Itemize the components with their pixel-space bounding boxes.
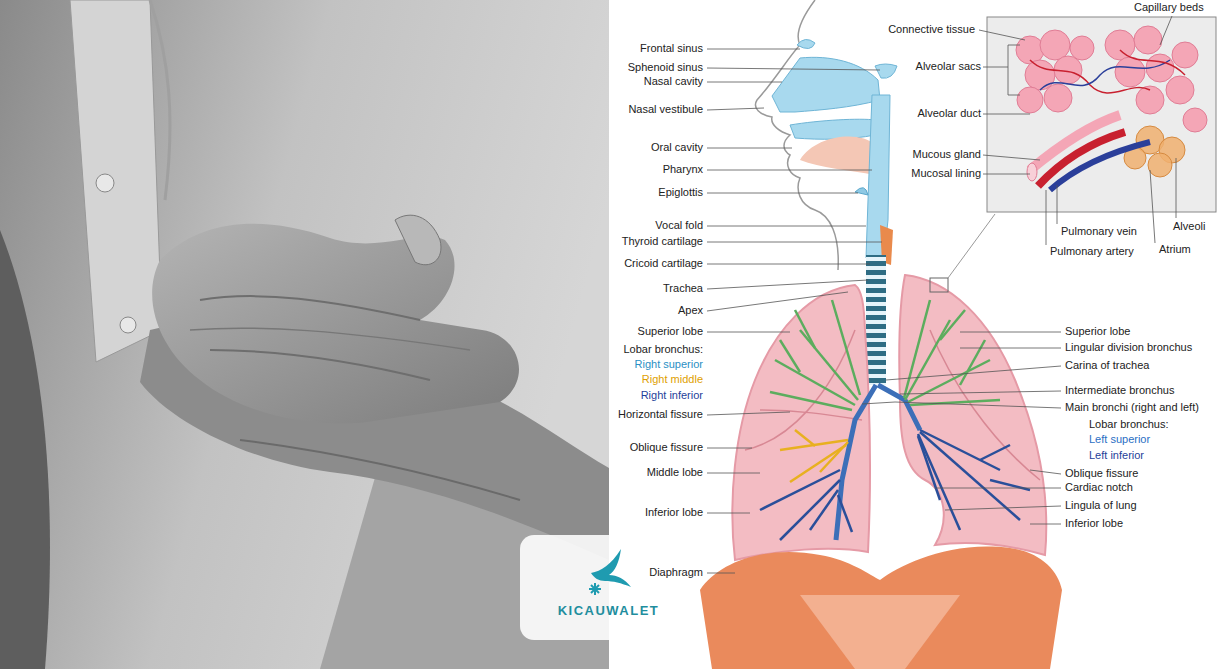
part-label: Pulmonary artery bbox=[1050, 245, 1134, 258]
part-label: Diaphragm bbox=[649, 566, 703, 579]
part-label: Superior lobe bbox=[638, 325, 703, 338]
part-label: Alveolar sacs bbox=[916, 60, 981, 73]
part-label: Middle lobe bbox=[647, 466, 703, 479]
diaphragm bbox=[700, 546, 1062, 669]
part-label: Cricoid cartilage bbox=[624, 257, 703, 270]
part-label: Connective tissue bbox=[888, 23, 975, 36]
part-label: Inferior lobe bbox=[1065, 517, 1123, 530]
part-label: Left superior bbox=[1089, 433, 1150, 446]
watermark-badge: KICAUWALET bbox=[520, 535, 697, 640]
part-label: Carina of trachea bbox=[1065, 359, 1149, 372]
part-label: Right superior bbox=[635, 358, 703, 371]
part-label: Lingula of lung bbox=[1065, 499, 1137, 512]
part-label: Nasal cavity bbox=[644, 75, 703, 88]
part-label: Oblique fissure bbox=[1065, 467, 1138, 480]
part-label: Left inferior bbox=[1089, 449, 1144, 462]
logo-icon bbox=[581, 543, 637, 599]
part-label: Apex bbox=[678, 304, 703, 317]
part-label: Capillary beds bbox=[1134, 1, 1204, 14]
watermark-text: KICAUWALET bbox=[530, 603, 687, 618]
part-label: Intermediate bronchus bbox=[1065, 384, 1174, 397]
part-label: Horizontal fissure bbox=[618, 408, 703, 421]
part-label: Lobar bronchus: bbox=[1089, 418, 1169, 431]
part-label: Right middle bbox=[642, 373, 703, 386]
part-label: Sphenoid sinus bbox=[628, 61, 703, 74]
part-label: Cardiac notch bbox=[1065, 481, 1133, 494]
part-label: Superior lobe bbox=[1065, 325, 1130, 338]
part-label: Pharynx bbox=[663, 163, 703, 176]
part-label: Alveoli bbox=[1173, 220, 1205, 233]
part-label: Lobar bronchus: bbox=[624, 343, 704, 356]
part-label: Frontal sinus bbox=[640, 42, 703, 55]
part-label: Atrium bbox=[1159, 243, 1191, 256]
part-label: Lingular division bronchus bbox=[1065, 341, 1192, 354]
part-label: Right inferior bbox=[641, 389, 703, 402]
leader-lines bbox=[707, 16, 1176, 573]
part-label: Oral cavity bbox=[651, 141, 703, 154]
part-label: Mucous gland bbox=[913, 148, 982, 161]
part-label: Pulmonary vein bbox=[1061, 225, 1137, 238]
chest-pain-photo bbox=[0, 0, 609, 669]
part-label: Main bronchi (right and left) bbox=[1065, 401, 1199, 414]
part-label: Mucosal lining bbox=[911, 167, 981, 180]
alveoli-inset bbox=[987, 17, 1216, 212]
part-label: Nasal vestibule bbox=[628, 103, 703, 116]
part-label: Inferior lobe bbox=[645, 506, 703, 519]
part-label: Alveolar duct bbox=[917, 107, 981, 120]
part-label: Epiglottis bbox=[658, 186, 703, 199]
part-label: Vocal fold bbox=[655, 219, 703, 232]
part-label: Trachea bbox=[663, 282, 703, 295]
part-label: Oblique fissure bbox=[630, 441, 703, 454]
part-label: Thyroid cartilage bbox=[622, 235, 703, 248]
